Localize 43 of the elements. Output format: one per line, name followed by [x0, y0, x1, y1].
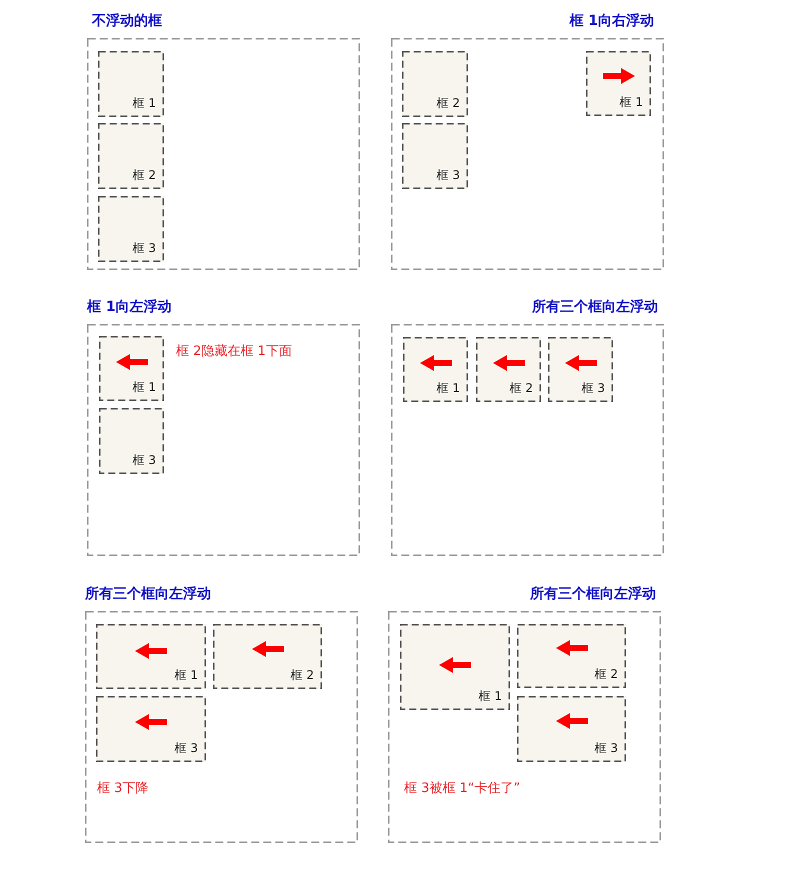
- panel-title: 所有三个框向左浮动: [85, 585, 211, 603]
- float-box: [402, 51, 468, 117]
- note-text: 框 3被框 1“卡住了”: [404, 781, 520, 797]
- float-box: [548, 337, 613, 402]
- float-box: [99, 408, 164, 474]
- panel-title: 所有三个框向左浮动: [530, 585, 656, 603]
- float-box: [403, 337, 468, 402]
- float-box: [96, 624, 206, 689]
- float-box: [476, 337, 541, 402]
- box-label: 框 3: [582, 381, 605, 396]
- panel-title: 框 1向左浮动: [87, 298, 172, 316]
- float-box: [402, 123, 468, 189]
- box-label: 框 1: [436, 381, 460, 396]
- panel-title: 框 1向右浮动: [569, 12, 654, 30]
- box-label: 框 3: [594, 741, 618, 756]
- float-box: [213, 624, 322, 689]
- note-text: 框 2隐藏在框 1下面: [176, 344, 292, 360]
- panel-title: 所有三个框向左浮动: [532, 298, 658, 316]
- float-box: [99, 336, 164, 401]
- box-label: 框 1: [132, 380, 156, 395]
- box-label: 框 1: [174, 668, 198, 683]
- box-label: 框 3: [174, 741, 198, 756]
- note-text: 框 3下降: [97, 781, 148, 797]
- box-label: 框 1: [478, 689, 502, 704]
- box-label: 框 2: [132, 168, 156, 183]
- float-box: [517, 624, 626, 688]
- box-label: 框 3: [132, 241, 156, 256]
- float-box: [400, 624, 510, 710]
- float-box: [98, 123, 164, 189]
- box-label: 框 2: [594, 667, 618, 682]
- float-box: [98, 196, 164, 262]
- float-box: [586, 51, 651, 116]
- box-label: 框 1: [620, 95, 643, 110]
- box-label: 框 2: [436, 96, 460, 111]
- panel-title: 不浮动的框: [92, 12, 162, 30]
- float-box: [96, 696, 206, 762]
- float-box: [98, 51, 164, 117]
- box-label: 框 2: [290, 668, 314, 683]
- box-label: 框 1: [132, 96, 156, 111]
- float-box: [517, 696, 626, 762]
- box-label: 框 3: [436, 168, 460, 183]
- box-label: 框 3: [132, 453, 156, 468]
- box-label: 框 2: [510, 381, 533, 396]
